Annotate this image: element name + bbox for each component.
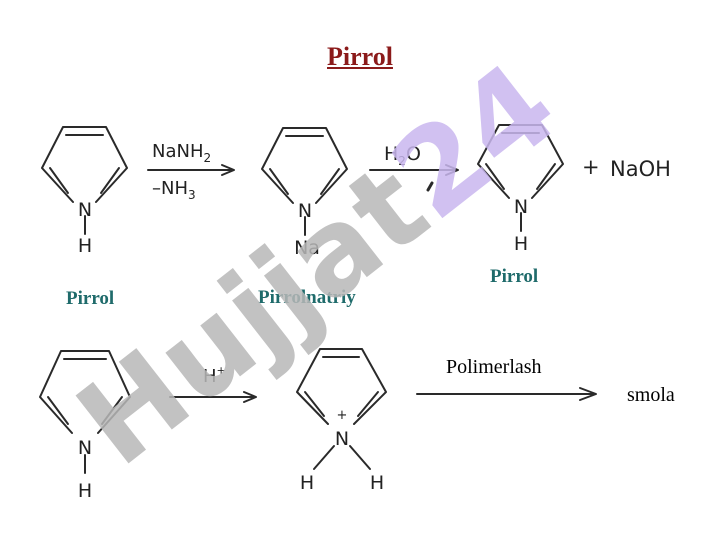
reagent-nanh2: NaNH2: [152, 141, 211, 165]
sodium-label: Na: [294, 237, 320, 259]
pyrrole-ring-1: [41, 126, 128, 235]
plus-sign: +: [582, 155, 600, 179]
nitrogen-label: N: [78, 437, 92, 459]
positive-charge: +: [337, 408, 348, 423]
hydrogen-label: H: [78, 480, 92, 502]
pyrrole-ring-3: [477, 124, 564, 232]
caption-pirrol-right: Pirrol: [490, 266, 539, 287]
hydrogen-label: H: [370, 472, 384, 494]
caption-pirrolnatriy: Pirrolnatriy: [258, 287, 356, 308]
page-title: Pirrol: [327, 42, 393, 71]
nitrogen-label: N: [335, 428, 349, 450]
reagent-water: H2O: [384, 143, 421, 168]
nitrogen-label: N: [298, 200, 312, 222]
hydrogen-label: H: [78, 235, 92, 257]
nitrogen-label: N: [78, 199, 92, 221]
reagent-proton: H+: [203, 364, 226, 387]
product-label: smola: [627, 384, 675, 406]
hydrogen-label: H: [300, 472, 314, 494]
naoh-product: NaOH: [610, 157, 671, 181]
hydrogen-label: H: [514, 233, 528, 255]
caption-pirrol-left: Pirrol: [66, 288, 115, 309]
process-label: Polimerlash: [446, 356, 542, 378]
pyrrole-ring-2: [261, 127, 348, 236]
nitrogen-label: N: [514, 196, 528, 218]
reagent-nh3: –NH3: [152, 178, 196, 202]
pyrrole-ring-4: [39, 350, 131, 474]
pyrrolium-ring: [296, 348, 387, 470]
